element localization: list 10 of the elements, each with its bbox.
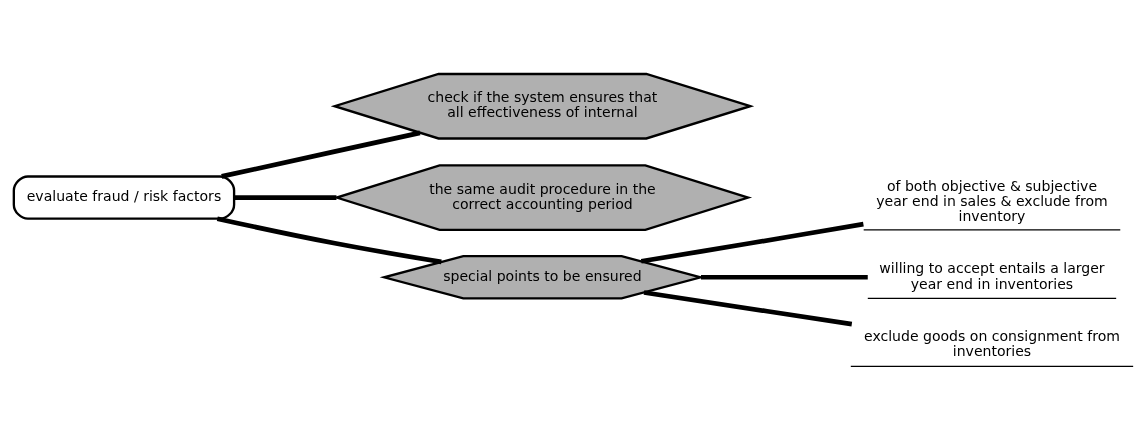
connector [234, 194, 337, 200]
connector [700, 274, 868, 280]
connector [643, 289, 853, 326]
connector [640, 221, 864, 264]
node-box: evaluate fraud / risk factors [12, 174, 236, 220]
connector [221, 130, 421, 179]
node-text: willing to accept entails a larger year end in inventories [879, 259, 1105, 292]
node-text: of both objective & subjective year end in sales & exclude from inventory [876, 177, 1108, 224]
node-text: exclude goods on consignment from inventories [864, 327, 1120, 359]
connector [216, 215, 442, 264]
